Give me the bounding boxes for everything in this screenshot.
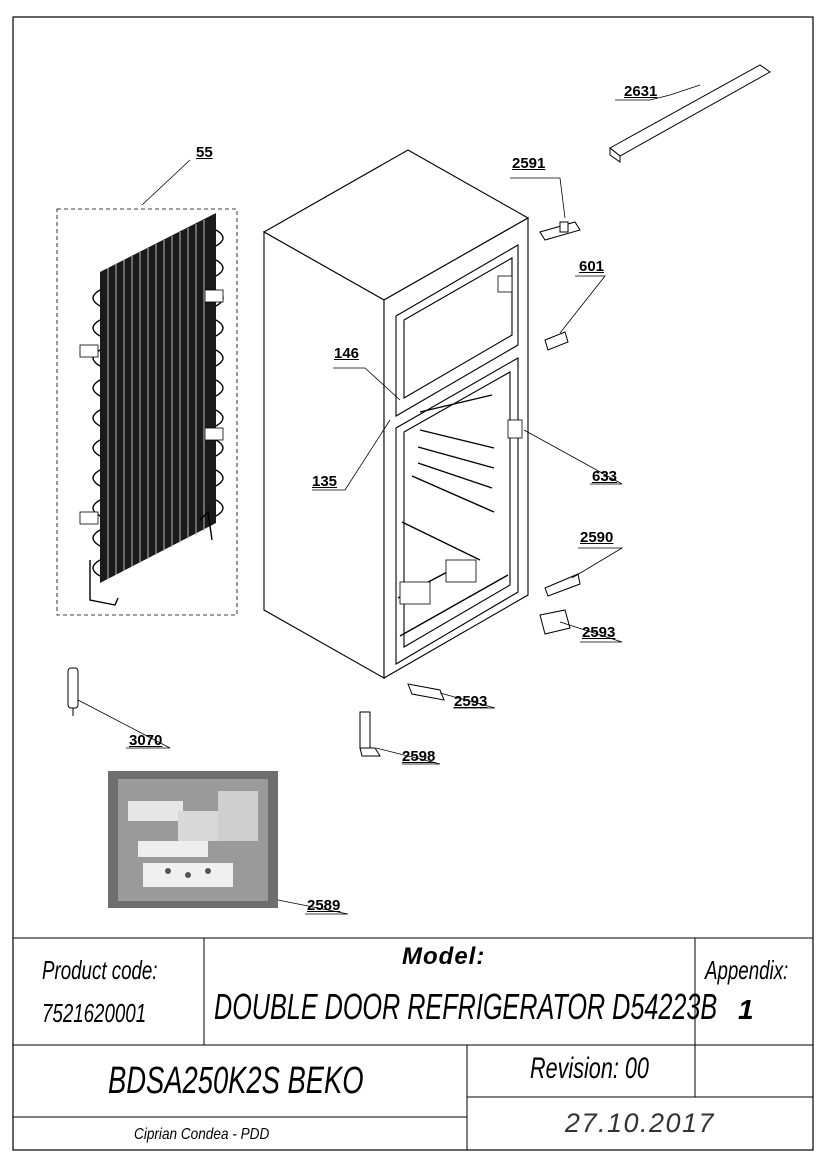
author: Ciprian Condea - PDD: [134, 1126, 270, 1143]
callout-2598: 2598: [402, 748, 436, 765]
condenser-coil: [56, 208, 238, 616]
callout-146: 146: [334, 345, 360, 362]
callout-2589: 2589: [307, 897, 341, 914]
callout-2593-right: 2593: [582, 624, 616, 641]
drawing-date: 27.10.2017: [564, 1108, 715, 1138]
model-value: DOUBLE DOOR REFRIGERATOR D54223B: [214, 986, 718, 1027]
callout-601: 601: [579, 258, 605, 275]
callout-2590: 2590: [580, 529, 614, 546]
accessory-bag-photo: [108, 771, 278, 908]
product-code-value: 7521620001: [42, 998, 147, 1028]
model-label: Model:: [402, 943, 486, 970]
callout-135: 135: [312, 473, 338, 490]
appendix-label: Appendix:: [705, 955, 789, 985]
refrigerator-cabinet: [262, 149, 530, 679]
appendix-value: 1: [738, 994, 754, 1025]
callout-2631: 2631: [624, 83, 658, 100]
part-name: BDSA250K2S BEKO: [108, 1060, 364, 1102]
product-code-label: Product code:: [42, 955, 158, 985]
callout-633: 633: [592, 468, 618, 485]
drawing-border: [12, 16, 814, 1151]
revision: Revision: 00: [530, 1052, 649, 1085]
small-parts: [67, 64, 771, 757]
callout-2593-bottom: 2593: [454, 693, 488, 710]
callout-55: 55: [196, 144, 213, 161]
callout-2591: 2591: [512, 155, 546, 172]
title-block-grid: [13, 937, 813, 1150]
leader-lines: [77, 84, 701, 915]
callout-3070: 3070: [129, 732, 163, 749]
